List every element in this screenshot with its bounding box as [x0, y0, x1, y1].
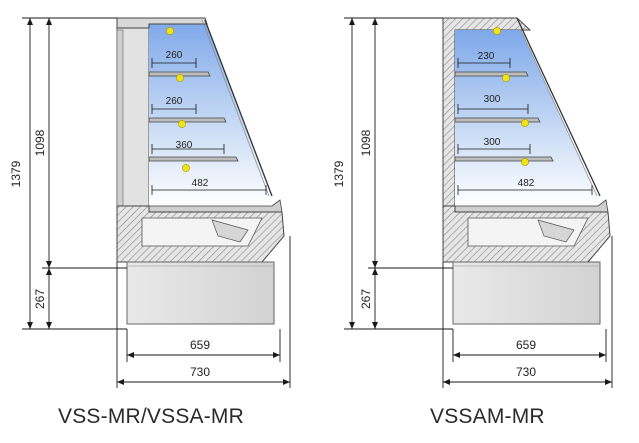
shelf-depth-3-right: 300: [484, 137, 501, 148]
shelves-right: [454, 71, 554, 162]
lamp-icon: [182, 164, 190, 172]
rear-door-left: [116, 29, 124, 207]
shelves-left: [148, 71, 239, 162]
lamp-icon: [178, 120, 186, 128]
lamp-icon: [166, 27, 174, 35]
front-glass-left: [204, 19, 273, 197]
shelf-1-left: [148, 71, 211, 77]
display-area-left: [149, 20, 272, 206]
dim-base-width-right: 659: [516, 338, 536, 352]
shelf-1-right: [454, 71, 529, 77]
cabinet-left: [116, 17, 285, 325]
cabinet-right: [442, 17, 611, 325]
dim-base-width-left: 659: [190, 338, 210, 352]
lamp-icon: [521, 158, 529, 166]
dimensions-right: [344, 17, 613, 388]
shelf-depth-4-left: 482: [192, 178, 209, 189]
canopy-left: [116, 17, 208, 29]
dim-display-height-left: 1098: [33, 129, 47, 156]
shelf-depth-1-left: 260: [166, 50, 183, 61]
lamp-icon: [502, 74, 510, 82]
lamps-left: [166, 27, 190, 172]
shelf-depth-3-left: 360: [176, 140, 193, 151]
dim-base-height-left: 267: [33, 289, 47, 309]
dimensions-left: [22, 17, 291, 388]
dim-base-height-right: 267: [359, 289, 373, 309]
dim-display-height-right: 1098: [359, 129, 373, 156]
shelf-2-right: [454, 117, 541, 123]
model-caption-right: VSSAM-MR: [430, 405, 545, 428]
front-glass-right: [516, 17, 601, 197]
shelf-3-left: [148, 156, 239, 162]
shelf-dims-left: [151, 58, 267, 195]
model-caption-left: VSS-MR/VSSA-MR: [58, 405, 244, 428]
dim-total-width-right: 730: [516, 365, 536, 379]
lamp-icon: [493, 27, 501, 35]
base-right: [452, 261, 601, 325]
shelf-depth-4-right: 482: [518, 178, 535, 189]
shelf-depth-1-right: 230: [478, 51, 495, 62]
shelf-2-left: [148, 117, 227, 123]
lamps-right: [493, 27, 529, 166]
base-left: [126, 261, 275, 325]
shelf-depth-2-right: 300: [484, 94, 501, 105]
dim-total-height-left: 1379: [9, 160, 23, 187]
dim-total-height-right: 1379: [332, 160, 346, 187]
dim-total-width-left: 730: [190, 365, 210, 379]
shelf-3-right: [454, 156, 554, 162]
shelf-depth-2-left: 260: [166, 96, 183, 107]
lamp-icon: [176, 74, 184, 82]
shelf-dims-right: [457, 58, 593, 195]
lamp-icon: [521, 119, 529, 127]
